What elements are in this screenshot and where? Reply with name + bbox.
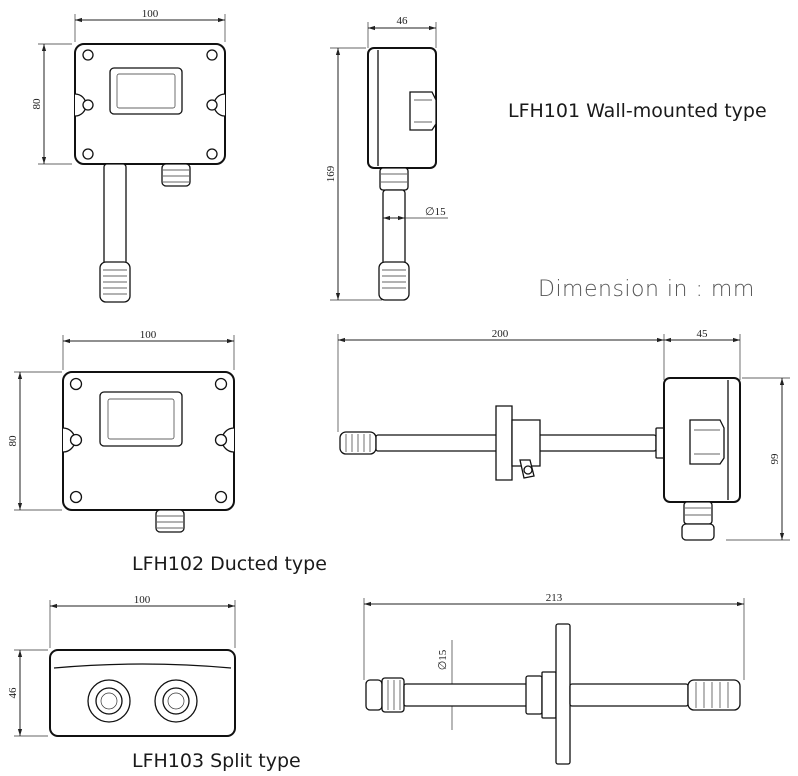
split-side-view: 213 ∅15 <box>363 592 745 765</box>
dim-duct-box-depth: 45 <box>697 328 709 340</box>
duct-side-view: 200 45 99 <box>337 328 790 541</box>
dim-wall-side-depth: 46 <box>397 15 409 27</box>
caption-wall-mounted: LFH101 Wall-mounted type <box>508 100 767 122</box>
split-front-view: 100 46 <box>7 594 236 737</box>
units-note: Dimension in : mm <box>538 277 755 302</box>
wall-front-view: 100 80 <box>31 8 226 303</box>
dim-wall-probe-diameter: ∅15 <box>425 206 446 218</box>
wall-side-view: 46 169 ∅15 <box>325 15 448 301</box>
duct-front-view: 100 80 <box>7 329 235 533</box>
dim-wall-front-height: 80 <box>31 98 43 110</box>
dim-wall-front-width: 100 <box>142 8 159 20</box>
dim-split-probe-diameter: ∅15 <box>437 649 449 670</box>
dim-duct-probe-length: 200 <box>492 328 509 340</box>
dim-duct-front-width: 100 <box>140 329 157 341</box>
dim-duct-side-height: 99 <box>769 453 781 465</box>
caption-ducted: LFH102 Ducted type <box>132 553 327 575</box>
dim-split-height: 46 <box>7 687 19 699</box>
dim-split-width: 100 <box>134 594 151 606</box>
dim-split-probe-length: 213 <box>546 592 563 604</box>
dim-duct-front-height: 80 <box>7 435 19 447</box>
dim-wall-side-total-height: 169 <box>325 165 337 182</box>
caption-split: LFH103 Split type <box>132 750 301 772</box>
